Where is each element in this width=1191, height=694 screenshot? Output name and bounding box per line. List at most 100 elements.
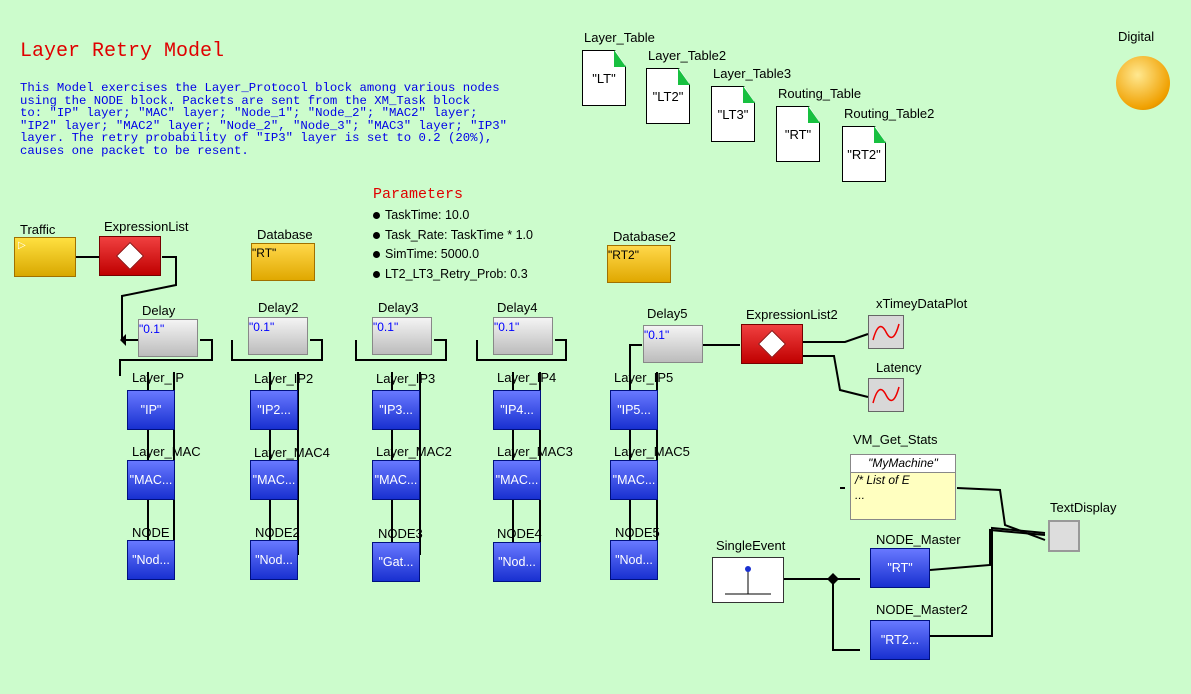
table-value: "LT2" — [652, 88, 684, 104]
vm-list-line: ... — [855, 488, 866, 502]
database-label: Database2 — [613, 229, 676, 244]
layer-mac-label: Layer_MAC3 — [497, 444, 573, 459]
delay-value: "0.1" — [249, 320, 275, 334]
plot-icon — [872, 386, 900, 404]
layer-mac-block[interactable]: "MAC... — [250, 460, 298, 500]
node-block[interactable]: "Nod... — [493, 542, 541, 582]
node-block[interactable]: "Nod... — [610, 540, 658, 580]
database-value: "RT" — [252, 246, 277, 260]
description-line: to: "IP" layer; "MAC" layer; "Node_1"; "… — [20, 106, 478, 121]
node-value: "Nod... — [498, 555, 536, 569]
layer-mac-label: Layer_MAC5 — [614, 444, 690, 459]
node-label: NODE — [132, 525, 170, 540]
expression-list2-label: ExpressionList2 — [746, 307, 838, 322]
delay-block[interactable]: "0.1" — [643, 325, 703, 363]
delay-value: "0.1" — [494, 320, 520, 334]
node-value: "Nod... — [132, 553, 170, 567]
layer-mac-block[interactable]: "MAC... — [127, 460, 175, 500]
layer-ip-label: Layer_IP4 — [497, 370, 557, 385]
layer-value: "MAC... — [252, 473, 296, 487]
delay-label: Delay — [142, 303, 176, 318]
plot-label: xTimeyDataPlot — [876, 296, 968, 311]
node-label: NODE5 — [615, 525, 660, 540]
node-label: NODE4 — [497, 526, 542, 541]
layer-value: "MAC... — [129, 473, 173, 487]
text-display-block[interactable] — [1048, 520, 1080, 552]
single-event-block[interactable] — [712, 557, 784, 603]
single-event-label: SingleEvent — [716, 538, 786, 553]
delay-value: "0.1" — [373, 320, 399, 334]
xtimeydataplot-block[interactable] — [868, 315, 904, 349]
layer-table-block[interactable]: "LT" — [582, 50, 626, 106]
plot-label: Latency — [876, 360, 922, 375]
layer-ip-block[interactable]: "IP" — [127, 390, 175, 430]
description-line: using the NODE block. Packets are sent f… — [20, 93, 471, 108]
layer-mac-block[interactable]: "MAC... — [372, 460, 420, 500]
layer-mac-block[interactable]: "MAC... — [493, 460, 541, 500]
layer-value: "IP4... — [500, 403, 534, 417]
vm-get-stats-block[interactable]: "MyMachine" /* List of E ... — [850, 454, 956, 520]
node-master2-block[interactable]: "RT2... — [870, 620, 930, 660]
parameter-item[interactable]: LT2_LT3_Retry_Prob: 0.3 — [373, 265, 533, 285]
parameters-list: TaskTime: 10.0 Task_Rate: TaskTime * 1.0… — [373, 206, 533, 284]
node-master2-label: NODE_Master2 — [876, 602, 968, 617]
database2-block[interactable]: "RT2" — [607, 245, 671, 283]
node-block[interactable]: "Nod... — [250, 540, 298, 580]
delay-value: "0.1" — [644, 328, 670, 342]
layer-ip-block[interactable]: "IP3... — [372, 390, 420, 430]
layer-ip-block[interactable]: "IP4... — [493, 390, 541, 430]
digital-label: Digital — [1118, 29, 1155, 44]
layer-value: "IP2... — [257, 403, 291, 417]
traffic-block[interactable]: ▷ — [14, 237, 76, 277]
delay-block[interactable]: "0.1" — [248, 317, 308, 355]
gear-icon[interactable] — [1116, 56, 1170, 110]
layer-ip-block[interactable]: "IP2... — [250, 390, 298, 430]
traffic-label: Traffic — [20, 222, 56, 237]
delay-block[interactable]: "0.1" — [138, 319, 198, 357]
layer-ip-label: Layer_IP3 — [376, 371, 436, 386]
diamond-icon — [757, 329, 787, 359]
layer-mac-label: Layer_MAC — [132, 444, 201, 459]
expression-list-label: ExpressionList — [104, 219, 189, 234]
database-block[interactable]: "RT" — [251, 243, 315, 281]
table-value: "LT3" — [717, 106, 749, 122]
layer-ip-block[interactable]: "IP5... — [610, 390, 658, 430]
delay-block[interactable]: "0.1" — [372, 317, 432, 355]
layer-ip-label: Layer_IP5 — [614, 370, 674, 385]
table-value: "RT" — [784, 126, 812, 142]
layer-value: "IP3... — [379, 403, 413, 417]
delay-block[interactable]: "0.1" — [493, 317, 553, 355]
node-master-label: NODE_Master — [876, 532, 961, 547]
table-value: "LT" — [592, 70, 616, 86]
delay-label: Delay5 — [647, 306, 688, 321]
parameter-item[interactable]: TaskTime: 10.0 — [373, 206, 533, 226]
expression-list-block[interactable] — [99, 236, 161, 276]
node-value: "Nod... — [615, 553, 653, 567]
node-block[interactable]: "Gat... — [372, 542, 420, 582]
model-description: This Model exercises the Layer_Protocol … — [20, 82, 580, 158]
layer-mac-block[interactable]: "MAC... — [610, 460, 658, 500]
table-label: Layer_Table — [584, 30, 655, 45]
delay-label: Delay3 — [378, 300, 419, 315]
delay-label: Delay2 — [258, 300, 299, 315]
delay-label: Delay4 — [497, 300, 538, 315]
node-value: "Gat... — [378, 555, 414, 569]
parameter-item[interactable]: Task_Rate: TaskTime * 1.0 — [373, 226, 533, 246]
node-block[interactable]: "Nod... — [127, 540, 175, 580]
node-master-value: "RT" — [887, 561, 913, 575]
layer-ip-label: Layer_IP2 — [254, 371, 314, 386]
latency-plot-block[interactable] — [868, 378, 904, 412]
description-line: This Model exercises the Layer_Protocol … — [20, 81, 500, 95]
database-label: Database — [257, 227, 313, 242]
vm-get-stats-label: VM_Get_Stats — [853, 432, 938, 447]
layer-mac-label: Layer_MAC4 — [254, 445, 330, 460]
layer-mac-label: Layer_MAC2 — [376, 444, 452, 459]
expression-list2-block[interactable] — [741, 324, 803, 364]
node-master-block[interactable]: "RT" — [870, 548, 930, 588]
page-title: Layer Retry Model — [20, 40, 225, 63]
description-line: layer. The retry probability of "IP3" la… — [20, 131, 493, 146]
node-label: NODE3 — [378, 526, 423, 541]
parameter-item[interactable]: SimTime: 5000.0 — [373, 245, 533, 265]
play-icon: ▷ — [18, 240, 26, 251]
table-label: Layer_Table2 — [648, 48, 727, 63]
